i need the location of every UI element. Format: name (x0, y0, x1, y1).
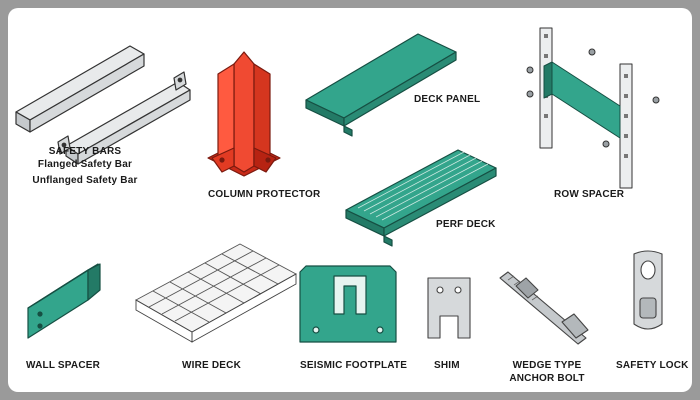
wire-deck-icon (135, 243, 297, 343)
column-protector-label: COLUMN PROTECTOR (208, 189, 321, 200)
shim-label: SHIM (434, 360, 460, 371)
safety-bar-icon (15, 45, 191, 165)
safety-lock-label: SAFETY LOCK (616, 360, 689, 371)
row-spacer-label: ROW SPACER (554, 189, 625, 200)
catalog-panel: SAFETY BARS Flanged Safety Bar Unflanged… (8, 8, 692, 392)
anchor-bolt-label: WEDGE TYPE ANCHOR BOLT (504, 359, 590, 385)
safety-bars-label: SAFETY BARS Flanged Safety Bar Unflanged… (20, 145, 150, 187)
row-spacer-icon (526, 27, 660, 189)
wall-spacer-label: WALL SPACER (26, 360, 101, 371)
wire-deck-label: WIRE DECK (182, 360, 242, 371)
safety-bars-sub2: Unflanged Safety Bar (32, 175, 138, 186)
deck-panel-label: DECK PANEL (414, 94, 481, 105)
perf-deck-icon (345, 149, 497, 247)
safety-bars-title: SAFETY BARS (48, 146, 122, 157)
anchor-bolt-icon (499, 271, 589, 345)
shim-icon (427, 277, 471, 339)
safety-lock-icon (633, 250, 663, 330)
safety-bars-sub1: Flanged Safety Bar (37, 159, 133, 170)
deck-panel-icon (305, 33, 457, 137)
anchor-bolt-line1: WEDGE TYPE (512, 360, 582, 371)
anchor-bolt-line2: ANCHOR BOLT (509, 373, 585, 384)
seismic-footplate-label: SEISMIC FOOTPLATE (300, 360, 408, 371)
perf-deck-label: PERF DECK (436, 219, 496, 230)
seismic-footplate-icon (299, 265, 397, 343)
column-protector-icon (207, 51, 281, 177)
wall-spacer-icon (27, 263, 101, 339)
illustrations (15, 27, 663, 345)
